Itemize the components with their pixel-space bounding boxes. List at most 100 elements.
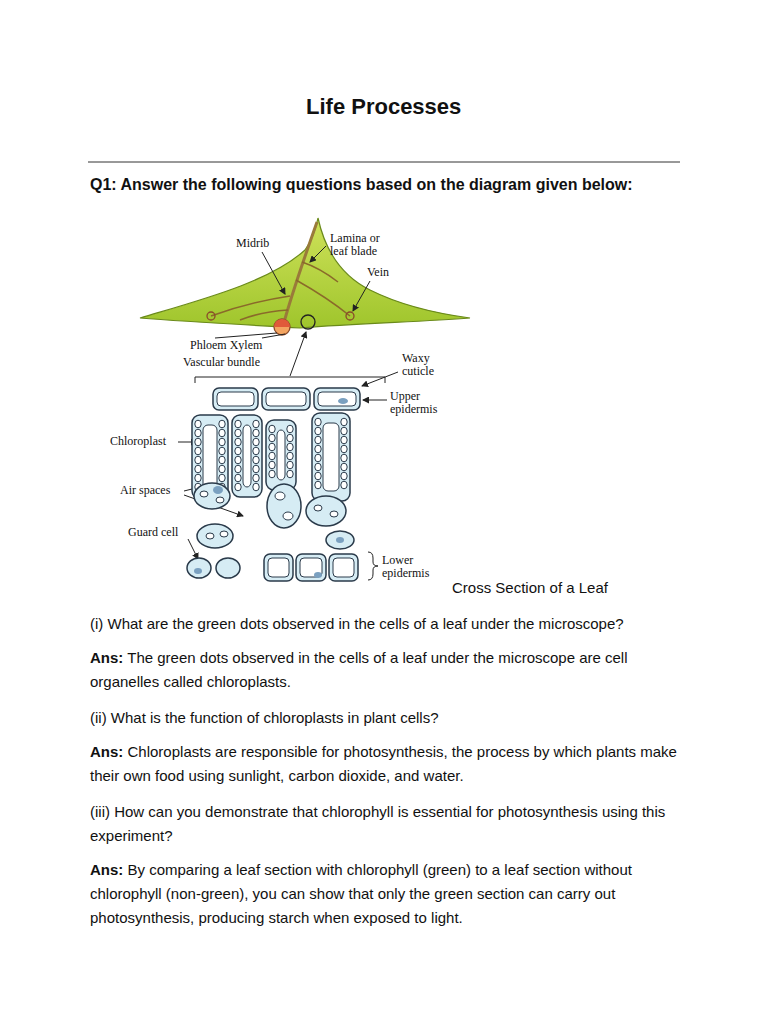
part-label: Phloem Xylem <box>190 339 262 352</box>
part-label: Midrib <box>236 237 269 250</box>
leader-line <box>310 246 326 262</box>
palisade-cell <box>312 413 350 501</box>
leader-line <box>363 400 387 401</box>
chloroplast <box>341 454 347 462</box>
answer-text: The green dots observed in the cells of … <box>90 649 628 690</box>
question-text: (i) What are the green dots observed in … <box>90 615 624 632</box>
vacuole <box>203 425 217 489</box>
chloroplast <box>235 465 241 473</box>
chloroplast <box>269 452 275 460</box>
chloroplast <box>235 483 241 491</box>
chloroplast <box>269 434 275 442</box>
chloroplast <box>315 472 321 480</box>
question-text: (ii) What is the function of chloroplast… <box>90 706 688 730</box>
chloroplast <box>253 483 259 491</box>
vein-end <box>207 312 215 320</box>
chloroplast <box>287 443 293 451</box>
part-label: Guard cell <box>128 526 178 539</box>
chloroplast <box>253 420 259 428</box>
chloroplast <box>315 454 321 462</box>
chloroplast <box>253 438 259 446</box>
chloroplast <box>206 533 214 539</box>
cell-wall <box>300 558 322 577</box>
chloroplast <box>287 434 293 442</box>
cell-wall <box>268 558 289 577</box>
guard-cell <box>216 558 240 578</box>
chloroplast <box>219 429 225 437</box>
chloroplast <box>195 438 201 446</box>
chloroplast <box>341 427 347 435</box>
chloroplast <box>253 465 259 473</box>
leader-line <box>353 281 370 311</box>
nucleus <box>336 537 344 543</box>
palisade-cell <box>266 420 296 490</box>
question-answers: (i) What are the green dots observed in … <box>90 612 688 942</box>
epidermis-brace <box>368 552 378 580</box>
chloroplast <box>219 447 225 455</box>
chloroplast <box>235 429 241 437</box>
chloroplast <box>219 438 225 446</box>
answer-text: Chloroplasts are responsible for photosy… <box>90 743 677 784</box>
answer-marker: Ans: <box>90 743 123 760</box>
question-heading: Q1: Answer the following questions based… <box>90 176 633 194</box>
midrib <box>283 222 317 326</box>
chloroplast <box>315 418 321 426</box>
cell-wall <box>217 392 254 406</box>
vacuole <box>277 430 285 480</box>
vacuole <box>243 425 251 487</box>
chloroplast <box>235 474 241 482</box>
part-label: Air spaces <box>120 484 170 497</box>
section-callout <box>301 315 315 329</box>
chloroplast <box>287 470 293 478</box>
chloroplast <box>195 420 201 428</box>
leader-line <box>290 332 306 376</box>
chloroplast <box>314 505 322 511</box>
page-title: Life Processes <box>306 94 461 120</box>
chloroplast <box>341 445 347 453</box>
cell-wall <box>266 392 306 406</box>
spongy-cell <box>306 496 346 526</box>
chloroplast <box>269 443 275 451</box>
chloroplast <box>269 461 275 469</box>
question-text: (ii) What is the function of chloroplast… <box>90 709 439 726</box>
chloroplast <box>275 492 285 500</box>
chloroplast <box>195 456 201 464</box>
chloroplast <box>235 456 241 464</box>
chloroplast <box>195 429 201 437</box>
nucleus <box>314 572 322 578</box>
chloroplast <box>287 461 293 469</box>
chloroplast <box>219 456 225 464</box>
spongy-cell <box>267 484 301 528</box>
leader-line <box>262 334 285 338</box>
leaf-blade <box>140 218 470 328</box>
cell-wall <box>333 558 354 577</box>
vein <box>211 262 350 320</box>
chloroplast <box>253 456 259 464</box>
part-label: Vein <box>367 266 389 279</box>
spongy-cell <box>197 524 233 548</box>
answer-text: By comparing a leaf section with chlorop… <box>90 861 632 926</box>
chloroplast <box>341 481 347 489</box>
phloem <box>274 319 290 327</box>
chloroplast <box>341 472 347 480</box>
chloroplast <box>235 447 241 455</box>
spongy-cell <box>194 483 230 509</box>
chloroplast <box>195 465 201 473</box>
answer-paragraph: Ans: The green dots observed in the cell… <box>90 646 688 694</box>
epidermis-cell <box>213 388 258 410</box>
nucleus <box>338 398 348 404</box>
answer-marker: Ans: <box>90 861 123 878</box>
chloroplast <box>235 420 241 428</box>
chloroplast <box>315 445 321 453</box>
chloroplast <box>219 465 225 473</box>
leader-line <box>262 252 285 294</box>
epidermis-cell <box>296 554 326 581</box>
chloroplast <box>341 463 347 471</box>
chloroplast <box>216 497 224 503</box>
part-label: Lower epidermis <box>382 554 444 580</box>
part-label: Upper epidermis <box>390 390 452 416</box>
palisade-cell <box>232 415 262 497</box>
chloroplast <box>235 438 241 446</box>
chloroplast <box>253 429 259 437</box>
guard-cell <box>187 558 211 578</box>
